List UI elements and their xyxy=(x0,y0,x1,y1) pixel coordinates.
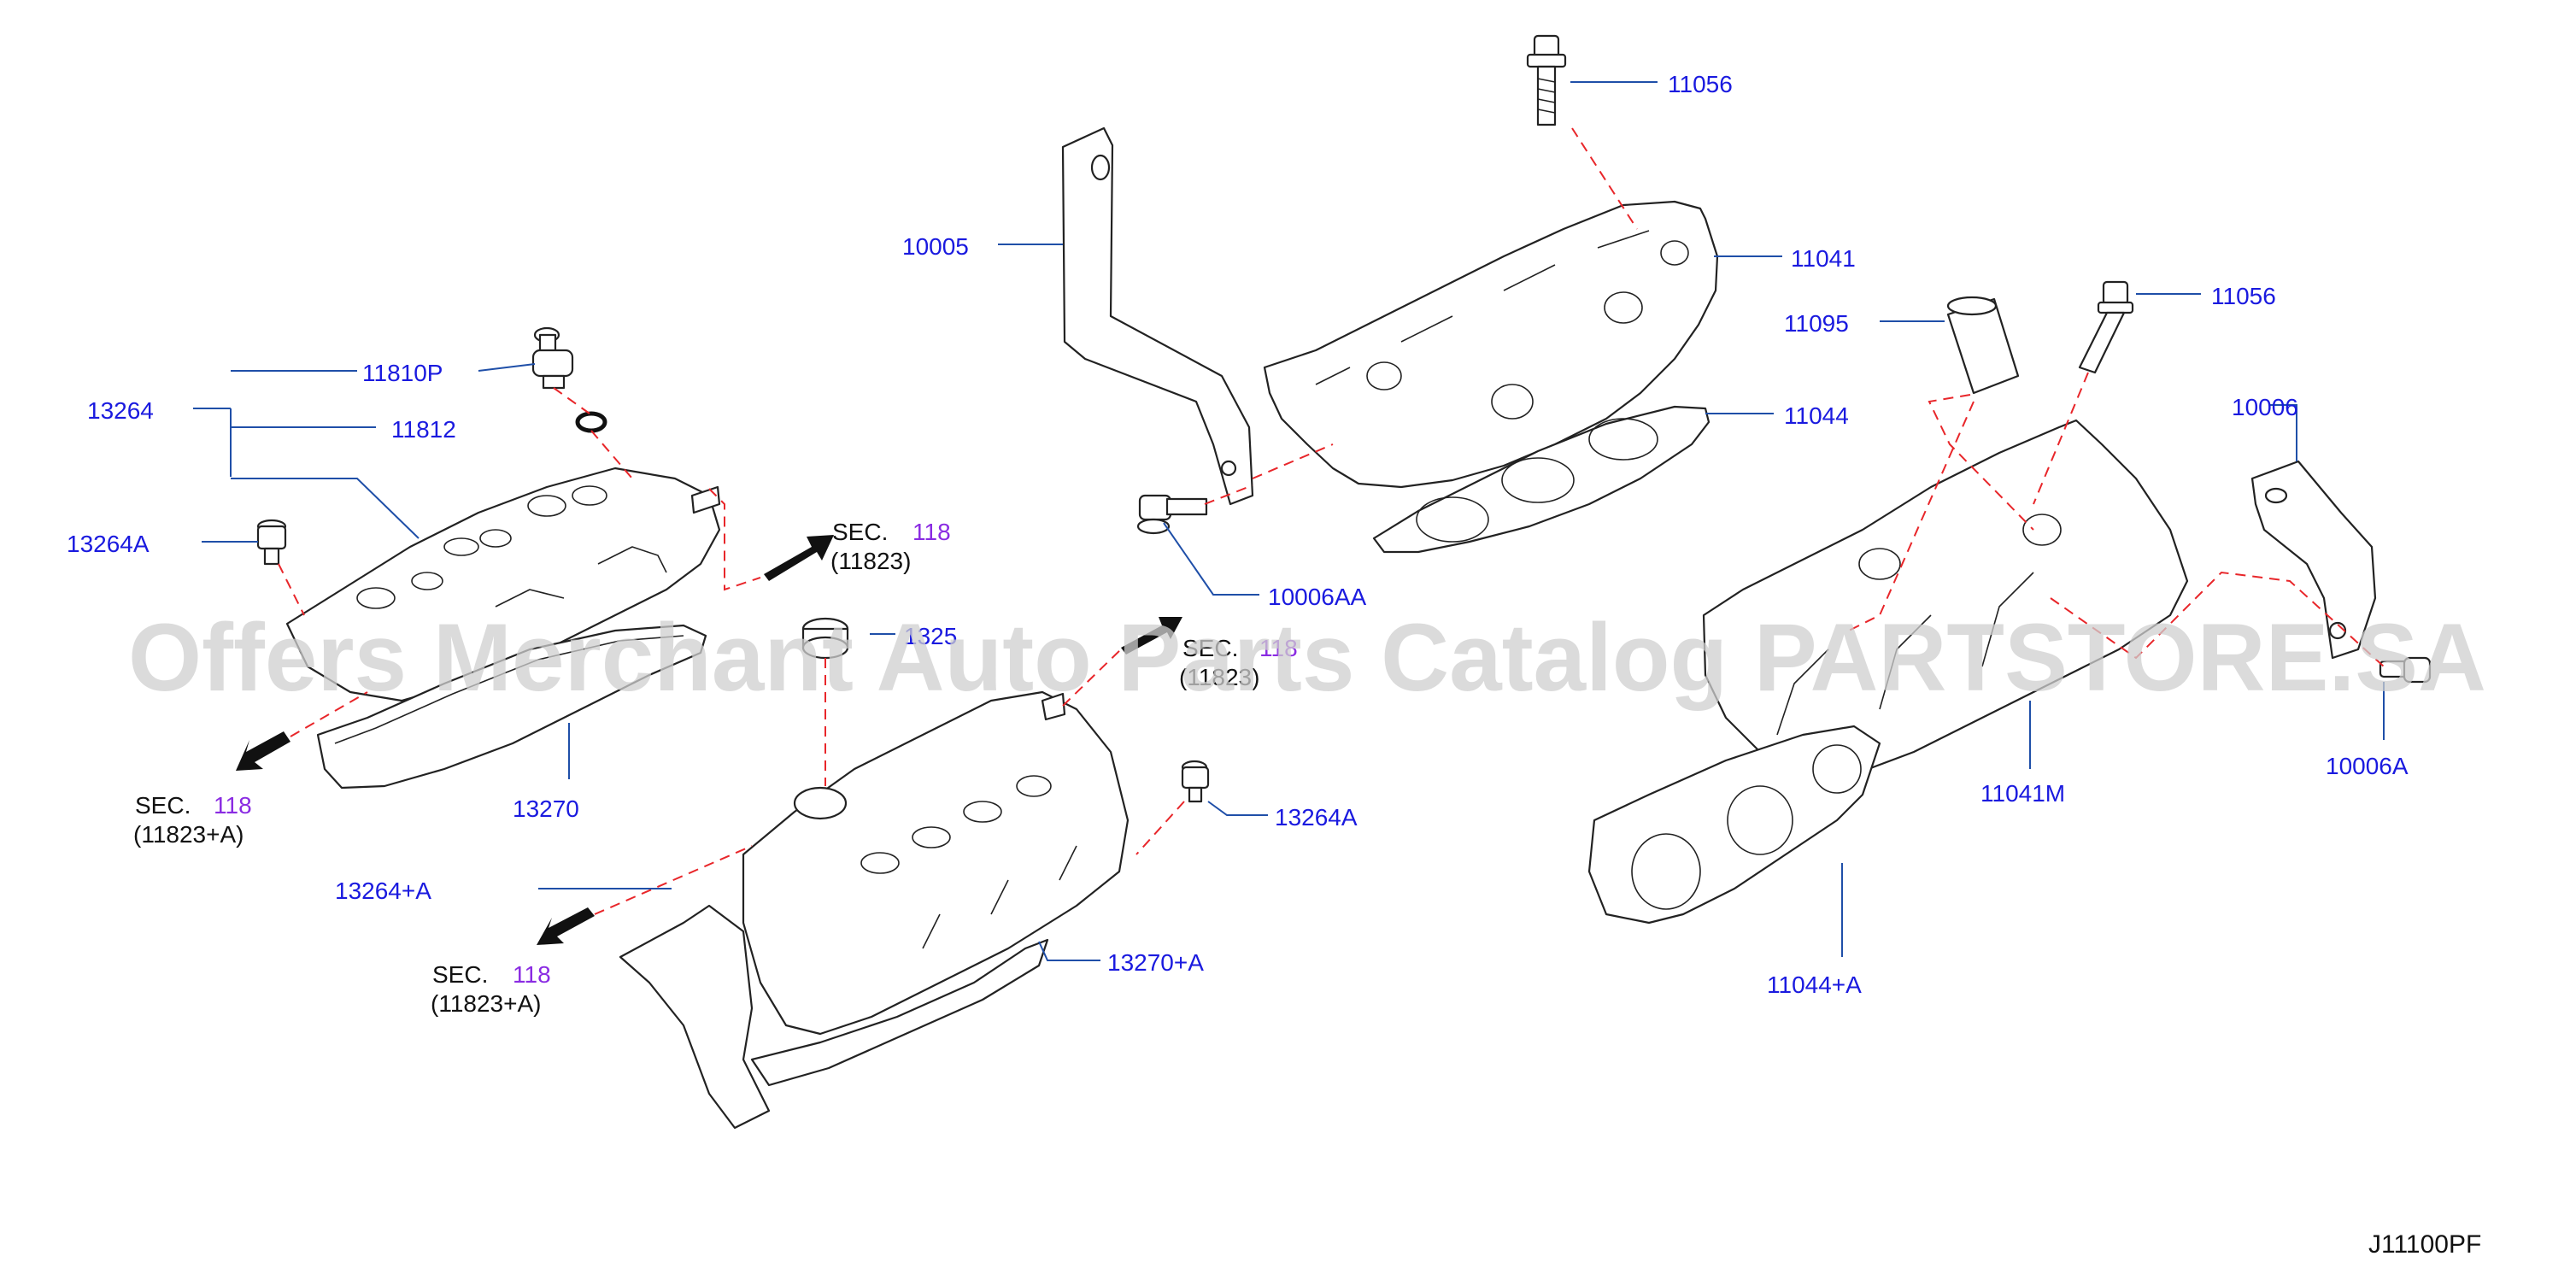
part-label-13255-partial[interactable]: 1325 xyxy=(904,623,957,649)
diagram-code: J11100PF xyxy=(2368,1230,2481,1259)
sec-ref-left-num[interactable]: 118 xyxy=(214,792,252,819)
part-label-11810P[interactable]: 11810P xyxy=(362,360,443,386)
bolt-10006AA-drawing xyxy=(1136,494,1208,535)
valve-cover-13264-drawing xyxy=(285,467,721,702)
part-label-11041[interactable]: 11041 xyxy=(1791,245,1856,272)
sec-arrow-mid-bottom-drawing xyxy=(537,907,595,945)
bolt-13264A-mid-drawing xyxy=(1181,760,1210,803)
bolt-11056-top-drawing xyxy=(1526,34,1567,126)
assembly-dash-lines xyxy=(278,127,2385,915)
bracket-10006-drawing xyxy=(2250,460,2377,660)
bracket-10005-drawing xyxy=(1061,126,1254,506)
sec-ref-right-num[interactable]: 118 xyxy=(912,519,951,545)
part-label-11812[interactable]: 11812 xyxy=(391,416,456,443)
sec-ref-left[interactable]: SEC. 118 (11823+A) xyxy=(133,792,252,848)
leader-lines xyxy=(193,81,2385,961)
part-label-11056-top[interactable]: 11056 xyxy=(1668,71,1733,97)
part-label-11044pA[interactable]: 11044+A xyxy=(1767,972,1862,998)
plug-11095-drawing xyxy=(1946,296,2020,395)
sec-ref-mid-partial-ref: (11823) xyxy=(1179,664,1259,690)
sec-ref-mid-partial-num[interactable]: 118 xyxy=(1259,635,1298,661)
head-gasket-11044-drawing xyxy=(1372,405,1710,554)
part-label-13264[interactable]: 13264 xyxy=(87,397,154,424)
part-label-11056-right[interactable]: 11056 xyxy=(2211,283,2276,309)
sec-ref-left-label: SEC. xyxy=(135,792,191,819)
part-label-11041M[interactable]: 11041M xyxy=(1980,780,2065,807)
o-ring-11812-drawing xyxy=(575,411,607,433)
bolt-10006A-drawing xyxy=(2379,656,2432,684)
sec-arrow-mid-drawing xyxy=(1121,617,1182,655)
sec-ref-mid-bottom[interactable]: SEC. 118 (11823+A) xyxy=(431,961,551,1017)
bolt-13264A-left-drawing xyxy=(256,519,287,566)
cylinder-head-11041M-drawing xyxy=(1702,419,2189,779)
sec-arrow-left-drawing xyxy=(236,731,290,771)
sec-ref-mid-partial[interactable]: SEC. 118 (11823) xyxy=(1179,635,1298,690)
valve-11810P-drawing xyxy=(531,326,574,390)
sec-ref-mid-bottom-ref: (11823+A) xyxy=(431,990,541,1017)
cap-13255-drawing xyxy=(801,617,849,660)
bolt-11056-right-drawing xyxy=(2078,280,2134,374)
part-label-13264A-left[interactable]: 13264A xyxy=(67,531,150,557)
part-label-13264pA[interactable]: 13264+A xyxy=(335,878,431,904)
part-label-10005[interactable]: 10005 xyxy=(902,233,969,260)
sec-ref-mid-partial-label: SEC. xyxy=(1182,635,1238,661)
part-label-10006[interactable]: 10006 xyxy=(2232,394,2298,420)
part-label-10006AA[interactable]: 10006AA xyxy=(1268,584,1367,610)
sec-ref-mid-bottom-num[interactable]: 118 xyxy=(513,961,551,988)
part-label-10006A[interactable]: 10006A xyxy=(2326,753,2409,779)
part-label-13270pA[interactable]: 13270+A xyxy=(1107,949,1204,976)
head-gasket-11044pA-drawing xyxy=(1587,725,1881,925)
part-label-13264A-mid[interactable]: 13264A xyxy=(1275,804,1358,831)
part-label-11044[interactable]: 11044 xyxy=(1784,402,1849,429)
gasket-13270-drawing xyxy=(316,624,707,790)
cylinder-head-11041-drawing xyxy=(1263,200,1719,489)
sec-ref-right-label: SEC. xyxy=(832,519,888,545)
part-label-11095[interactable]: 11095 xyxy=(1784,310,1849,337)
sec-ref-left-ref: (11823+A) xyxy=(133,821,244,848)
watermark: Offers Merchant Auto Parts Catalog PARTS… xyxy=(128,604,2486,711)
valve-cover-13264pA-drawing xyxy=(742,690,1130,1036)
sec-ref-mid-bottom-label: SEC. xyxy=(432,961,488,988)
sec-ref-right-ref: (11823) xyxy=(830,548,911,574)
sec-arrow-right-drawing xyxy=(764,535,834,581)
sec-ref-right[interactable]: SEC. 118 (11823) xyxy=(830,519,951,574)
part-label-13270[interactable]: 13270 xyxy=(513,795,579,822)
